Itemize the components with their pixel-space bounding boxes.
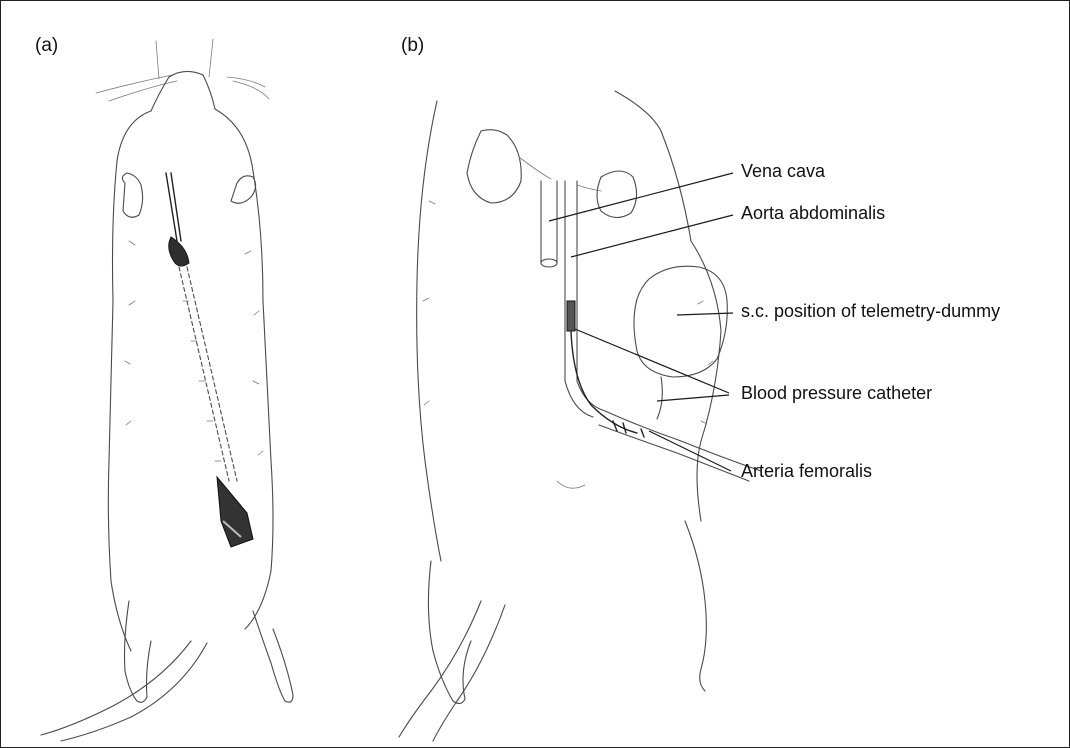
leader-telemetry bbox=[677, 313, 733, 315]
label-aorta: Aorta abdominalis bbox=[741, 203, 885, 224]
leader-catheter-b bbox=[657, 395, 729, 401]
rat-a-drawing bbox=[41, 39, 293, 741]
panel-a-label: (a) bbox=[35, 35, 58, 57]
label-arteria-femoralis: Arteria femoralis bbox=[741, 461, 872, 482]
leader-femoral bbox=[649, 431, 731, 471]
panel-b-label: (b) bbox=[401, 35, 424, 57]
label-telemetry-dummy: s.c. position of telemetry-dummy bbox=[741, 301, 1000, 322]
leader-catheter-a bbox=[575, 329, 729, 393]
label-vena-cava: Vena cava bbox=[741, 161, 825, 182]
leader-aorta bbox=[571, 215, 733, 257]
label-blood-pressure-catheter: Blood pressure catheter bbox=[741, 383, 932, 404]
rat-b-drawing bbox=[399, 91, 761, 741]
